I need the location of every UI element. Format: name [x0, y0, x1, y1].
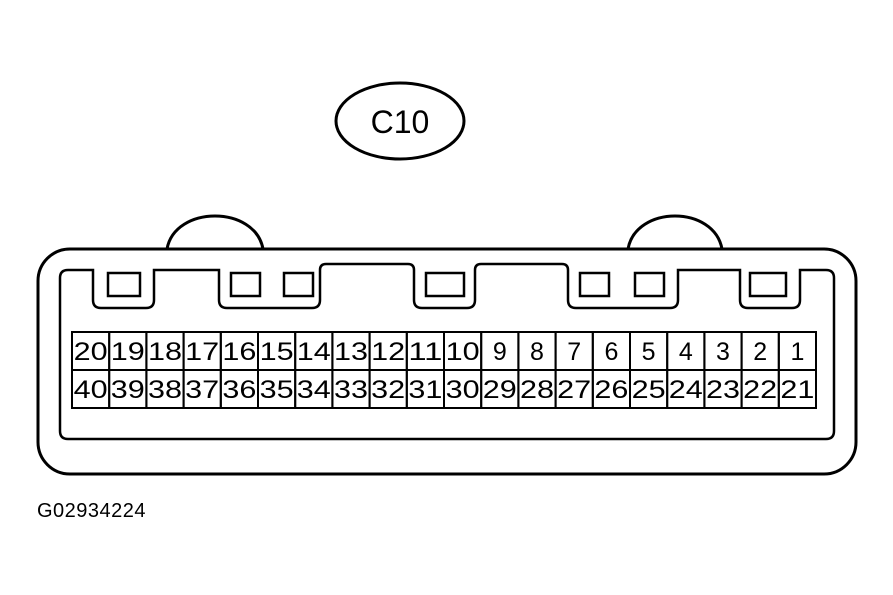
figure-id: G02934224 [37, 500, 147, 522]
pin-label: 10 [446, 338, 480, 366]
connector-label: C10 [334, 81, 466, 161]
pin-label: 35 [260, 376, 294, 404]
pin-label: 17 [185, 338, 219, 366]
connector-label-ellipse [334, 81, 466, 161]
pin-label: 1 [790, 338, 804, 366]
pin-label: 31 [408, 376, 442, 404]
pin-label: 13 [334, 338, 368, 366]
pin-label: 23 [706, 376, 740, 404]
pin-label: 36 [222, 376, 256, 404]
connector-label-text: C10 [371, 104, 430, 140]
latch-window [578, 271, 611, 298]
latch-window [424, 271, 466, 298]
latch-window [106, 271, 142, 298]
pin-label: 19 [111, 338, 145, 366]
pin-label: 14 [297, 338, 331, 366]
pin-label: 12 [371, 338, 405, 366]
pin-label: 2 [753, 338, 767, 366]
pin-label: 38 [148, 376, 182, 404]
latch-windows [106, 271, 788, 298]
pin-label: 15 [260, 338, 294, 366]
pin-cell [777, 369, 817, 409]
lock-bump-right [626, 214, 724, 250]
pin-label: 5 [642, 338, 656, 366]
pin-label: 9 [493, 338, 507, 366]
pin-label: 8 [530, 338, 544, 366]
pin-label: 20 [74, 338, 108, 366]
pin-label: 26 [594, 376, 628, 404]
pin-label: 18 [148, 338, 182, 366]
connector-inner-outline [58, 262, 836, 441]
pin-label: 37 [185, 376, 219, 404]
pin-label: 30 [446, 376, 480, 404]
pin-label: 11 [408, 338, 442, 366]
pin-label: 21 [780, 376, 814, 404]
pin-label: 25 [632, 376, 666, 404]
pin-label: 6 [604, 338, 618, 366]
connector-housing [36, 247, 858, 476]
pin-label: 24 [669, 376, 703, 404]
pin-label: 7 [567, 338, 581, 366]
lock-bump-left [165, 214, 265, 250]
pin-label: 40 [74, 376, 108, 404]
pin-label: 28 [520, 376, 554, 404]
pin-label: 3 [716, 338, 730, 366]
pin-label: 27 [557, 376, 591, 404]
latch-window [229, 271, 262, 298]
pin-label: 29 [483, 376, 517, 404]
pin-label: 39 [111, 376, 145, 404]
latch-window [282, 271, 315, 298]
pin-label: 16 [222, 338, 256, 366]
latch-window [633, 271, 666, 298]
pin-label: 32 [371, 376, 405, 404]
latch-window [748, 271, 788, 298]
pin-label: 34 [297, 376, 331, 404]
pin-label: 4 [679, 338, 693, 366]
pin-label: 33 [334, 376, 368, 404]
pin-label: 22 [743, 376, 777, 404]
